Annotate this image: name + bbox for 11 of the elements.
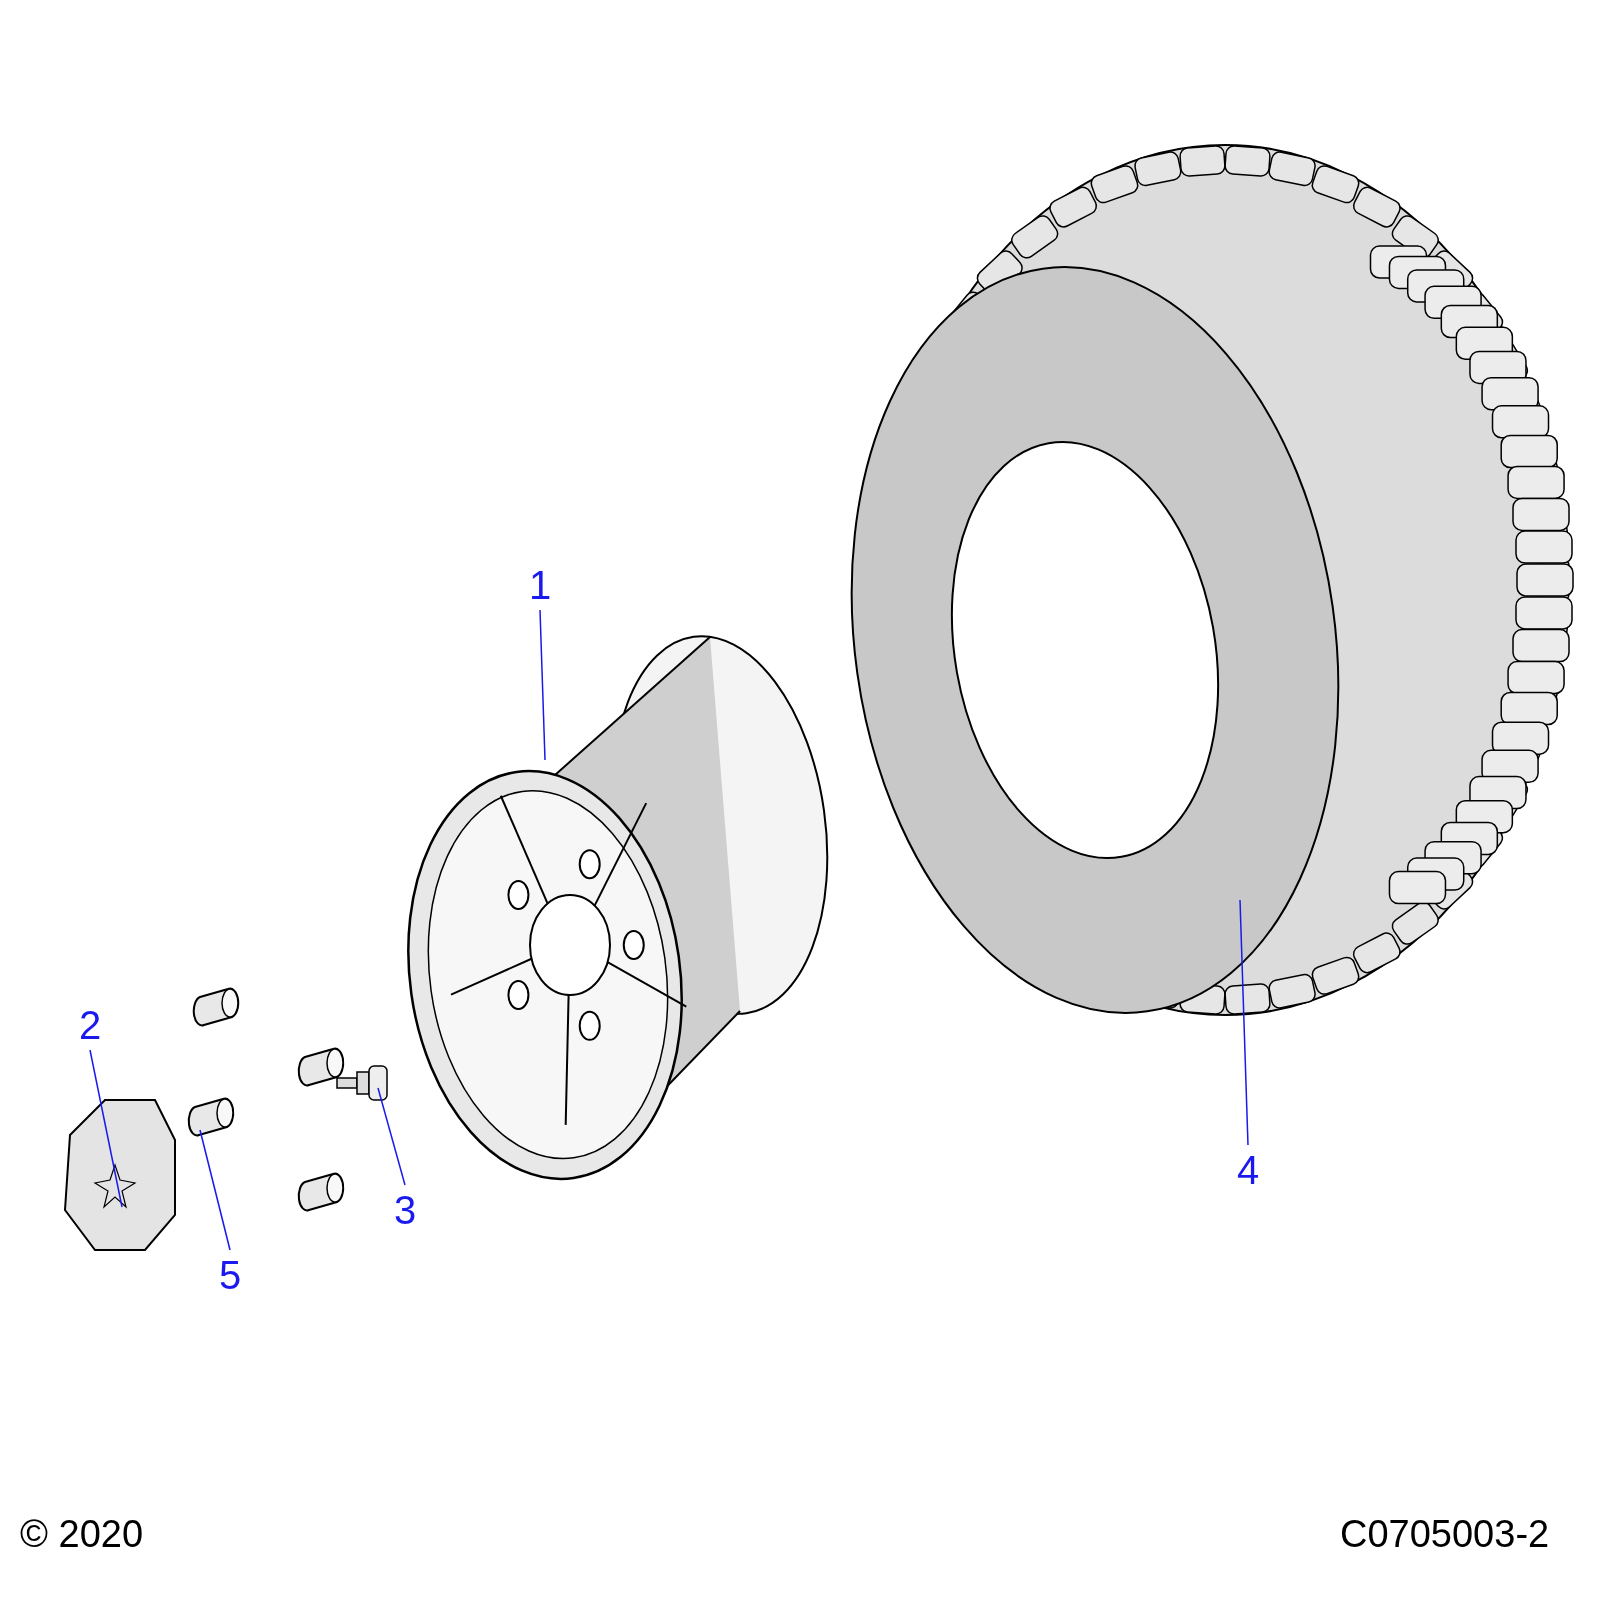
leader-line [377,1087,406,1186]
callout-number: 5 [210,1250,250,1300]
leader-line [89,1049,123,1208]
callout-number: 2 [70,1000,110,1050]
callout-number: 1 [520,560,560,610]
copyright-note: © 2020 [20,1515,144,1553]
callout-number: 4 [1228,1145,1268,1195]
leader-line [199,1129,231,1251]
leader-line [539,609,546,761]
drawing-number: C0705003-2 [1340,1515,1550,1553]
callout-number: 3 [385,1185,425,1235]
